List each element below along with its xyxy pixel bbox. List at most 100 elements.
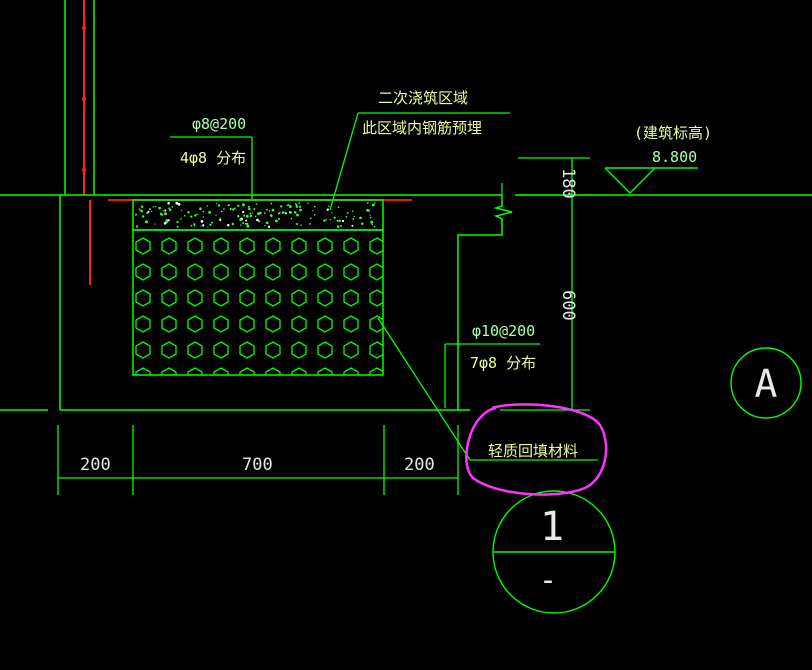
hatch-dot <box>312 210 314 212</box>
hatch-dot <box>359 216 362 220</box>
hatch-dot <box>140 210 144 213</box>
hatch-dot <box>141 215 145 218</box>
hatch-dot <box>164 209 167 212</box>
hatch-dot <box>255 203 258 206</box>
dim-left: 200 <box>80 455 111 475</box>
hatch-dot <box>331 212 333 214</box>
hatch-dot <box>231 208 235 211</box>
hatch-dot <box>202 210 205 213</box>
hatch-dot <box>337 206 340 209</box>
hatch-dot <box>167 202 170 205</box>
hatch-dot <box>164 212 167 216</box>
dim-vertical-main: 600 <box>558 290 578 321</box>
hatch-dot <box>253 208 256 210</box>
hatch-dot <box>371 203 375 207</box>
hatch-dot <box>299 208 302 212</box>
hatch-dot <box>159 212 163 216</box>
hatch-dot <box>374 202 376 204</box>
hatch-dot <box>249 212 252 215</box>
hatch-dot <box>237 204 240 207</box>
fill-material-label: 轻质回填材料 <box>488 442 578 460</box>
hatch-dot <box>193 224 196 227</box>
hatch-dot <box>323 219 326 222</box>
elevation-mark <box>604 167 698 194</box>
hatch-dot <box>255 215 257 218</box>
pour-zone <box>132 199 384 231</box>
hatch-dot <box>211 221 214 224</box>
hatch-dot <box>352 218 355 221</box>
hatch-dot <box>267 225 271 228</box>
hatch-dot <box>150 210 153 213</box>
hatch-dot <box>336 219 339 222</box>
hatch-dot <box>246 222 249 226</box>
dim-right: 200 <box>404 455 435 475</box>
hatch-dot <box>193 223 196 226</box>
hatch-dot <box>360 222 364 225</box>
hatch-dot <box>259 211 262 215</box>
hatch-dot <box>199 207 202 210</box>
hatch-dot <box>177 202 181 206</box>
rebar-side-distribution: 7φ8 分布 <box>470 354 536 372</box>
hatch-dot <box>165 219 169 222</box>
hatch-dot <box>338 219 342 223</box>
hatch-dot <box>268 210 271 212</box>
hatch-dot <box>295 203 298 206</box>
hatch-dot <box>163 221 167 225</box>
hatch-dot <box>219 217 221 219</box>
hatch-dot <box>135 225 139 228</box>
hatch-dot <box>266 208 268 211</box>
hatch-dot <box>369 216 372 219</box>
hatch-dot <box>154 223 156 225</box>
hatch-dot <box>289 211 292 214</box>
hatch-dot <box>256 218 259 222</box>
hatch-dot <box>229 208 232 210</box>
hatch-dot <box>231 222 235 226</box>
hatch-dot <box>248 207 251 211</box>
hatch-dot <box>296 213 299 217</box>
hatch-dot <box>134 213 138 216</box>
hatch-dot <box>293 211 297 214</box>
hatch-dot <box>168 207 171 210</box>
elevation-title: (建筑标高) <box>634 124 712 142</box>
dim-middle: 700 <box>242 455 273 475</box>
hatch-dot <box>288 205 292 208</box>
hatch-dot <box>239 218 242 222</box>
hatch-dot <box>245 214 249 218</box>
hatch-dot <box>140 205 144 208</box>
hatch-dot <box>341 219 345 223</box>
rebar-side-spacing: φ10@200 <box>472 322 535 340</box>
hatch-dot <box>298 205 302 208</box>
hatch-dot <box>249 214 253 218</box>
hatch-dot <box>240 224 242 226</box>
hatch-dot <box>295 223 298 225</box>
rebar-top-spacing: φ8@200 <box>192 115 246 133</box>
hatch-dot <box>278 217 281 220</box>
hatch-dot <box>147 210 150 213</box>
hatch-dot <box>169 208 172 212</box>
hatch-dot <box>197 213 199 216</box>
hatch-dot <box>281 211 285 214</box>
section-mark <box>492 490 616 614</box>
hatch-dot <box>207 226 209 228</box>
hatch-dot <box>295 205 299 208</box>
hatch-dot <box>290 217 293 220</box>
axis-letter: A <box>755 362 778 406</box>
hatch-dot <box>351 224 354 227</box>
hatch-dot <box>148 208 151 211</box>
hatch-dot <box>208 210 212 214</box>
hatch-dot <box>219 218 222 221</box>
hatch-dot <box>202 224 205 227</box>
hatch-dot <box>200 220 204 223</box>
hatch-dot <box>217 204 221 207</box>
hatch-dot <box>333 216 336 219</box>
pour-zone-label: 二次浇筑区域 <box>378 89 468 107</box>
hatch-dot <box>206 205 209 207</box>
hatch-dot <box>269 214 273 217</box>
hatch-dot <box>366 202 369 204</box>
hatch-dot <box>345 215 348 218</box>
hatch-dot <box>221 210 223 213</box>
hatch-dot <box>244 222 247 225</box>
hatch-dot <box>162 210 165 212</box>
